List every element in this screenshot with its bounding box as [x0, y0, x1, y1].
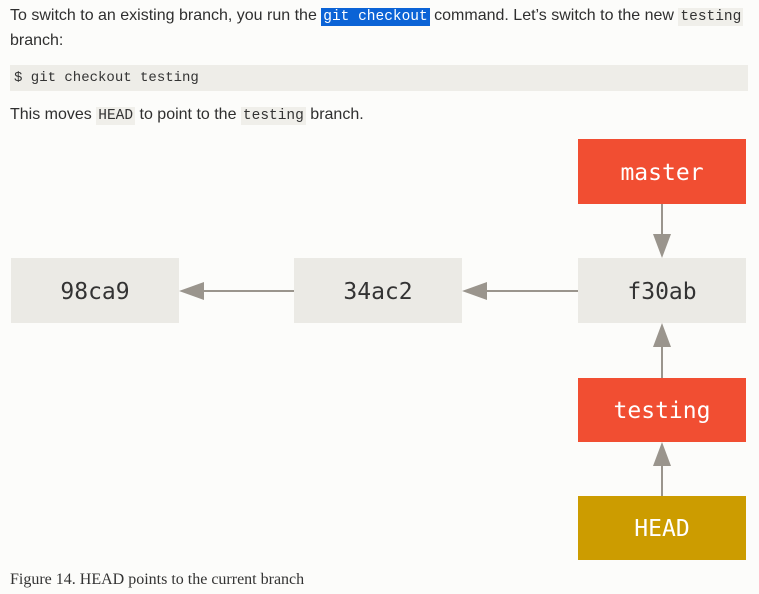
intro-paragraph: To switch to an existing branch, you run…	[10, 4, 750, 53]
head-box	[578, 496, 746, 560]
branch-label-testing: testing	[614, 398, 711, 424]
intro-text-end: branch:	[10, 32, 64, 49]
arrowhead-34ac2	[462, 282, 487, 300]
figure-caption: Figure 14. HEAD points to the current br…	[10, 571, 305, 588]
moves-paragraph: This moves HEAD to point to the testing …	[10, 103, 364, 128]
commit-label-34ac2: 34ac2	[343, 279, 412, 305]
head-code: HEAD	[96, 107, 136, 125]
moves-text-middle: to point to the	[135, 106, 241, 123]
commit-box-f30ab	[578, 258, 746, 323]
testing-code: testing	[678, 8, 744, 26]
moves-text-start: This moves	[10, 106, 97, 123]
testing-code-2: testing	[240, 107, 306, 125]
head-label: HEAD	[634, 516, 689, 542]
moves-text-end: branch.	[305, 106, 364, 123]
branch-box-master	[578, 139, 746, 204]
branch-box-testing	[578, 378, 746, 442]
commit-label-f30ab: f30ab	[627, 279, 696, 305]
arrowhead-98ca9	[179, 282, 204, 300]
arrowhead-f30ab-bottom	[653, 323, 671, 347]
commit-label-98ca9: 98ca9	[60, 279, 129, 305]
code-block[interactable]: $ git checkout testing	[10, 65, 748, 91]
intro-text-middle: command. Let’s switch to the new	[429, 7, 679, 24]
git-checkout-code[interactable]: git checkout	[321, 8, 430, 26]
branch-label-master: master	[620, 160, 703, 186]
commit-box-34ac2	[294, 258, 462, 323]
intro-text-start: To switch to an existing branch, you run…	[10, 7, 322, 24]
arrowhead-testing	[653, 442, 671, 466]
arrowhead-f30ab-top	[653, 234, 671, 258]
commit-box-98ca9	[11, 258, 179, 323]
